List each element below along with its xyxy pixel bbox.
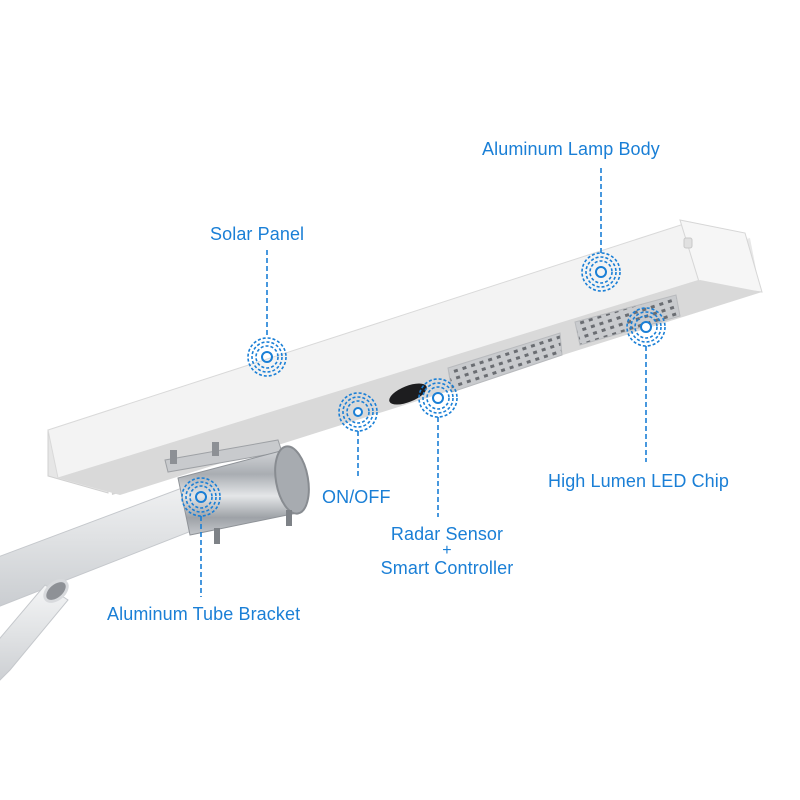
label-radar-plus: + (442, 542, 452, 559)
label-solar-panel: Solar Panel (210, 224, 305, 244)
label-aluminum-tube-bracket: Aluminum Tube Bracket (107, 604, 301, 624)
label-aluminum-lamp-body: Aluminum Lamp Body (482, 139, 660, 159)
label-on-off: ON/OFF (322, 487, 391, 507)
label-radar-sensor: Radar Sensor + Smart Controller (372, 523, 522, 579)
tube-bracket-target-icon (181, 477, 221, 517)
lamp-body-target-icon (581, 252, 621, 292)
lamp-body (47, 219, 763, 495)
led-chip-target-icon (626, 307, 666, 347)
callout-markers (181, 168, 666, 597)
tube-bracket (164, 439, 310, 544)
radar-sensor-target-icon (418, 378, 458, 418)
on-off-target-icon (338, 392, 378, 432)
radar-sensor-window (389, 383, 427, 405)
label-smart-controller: Smart Controller (380, 558, 514, 578)
label-radar-sensor-line1: Radar Sensor (390, 524, 504, 544)
solar-panel-target-icon (247, 337, 287, 377)
label-high-lumen-led-chip: High Lumen LED Chip (548, 471, 729, 491)
